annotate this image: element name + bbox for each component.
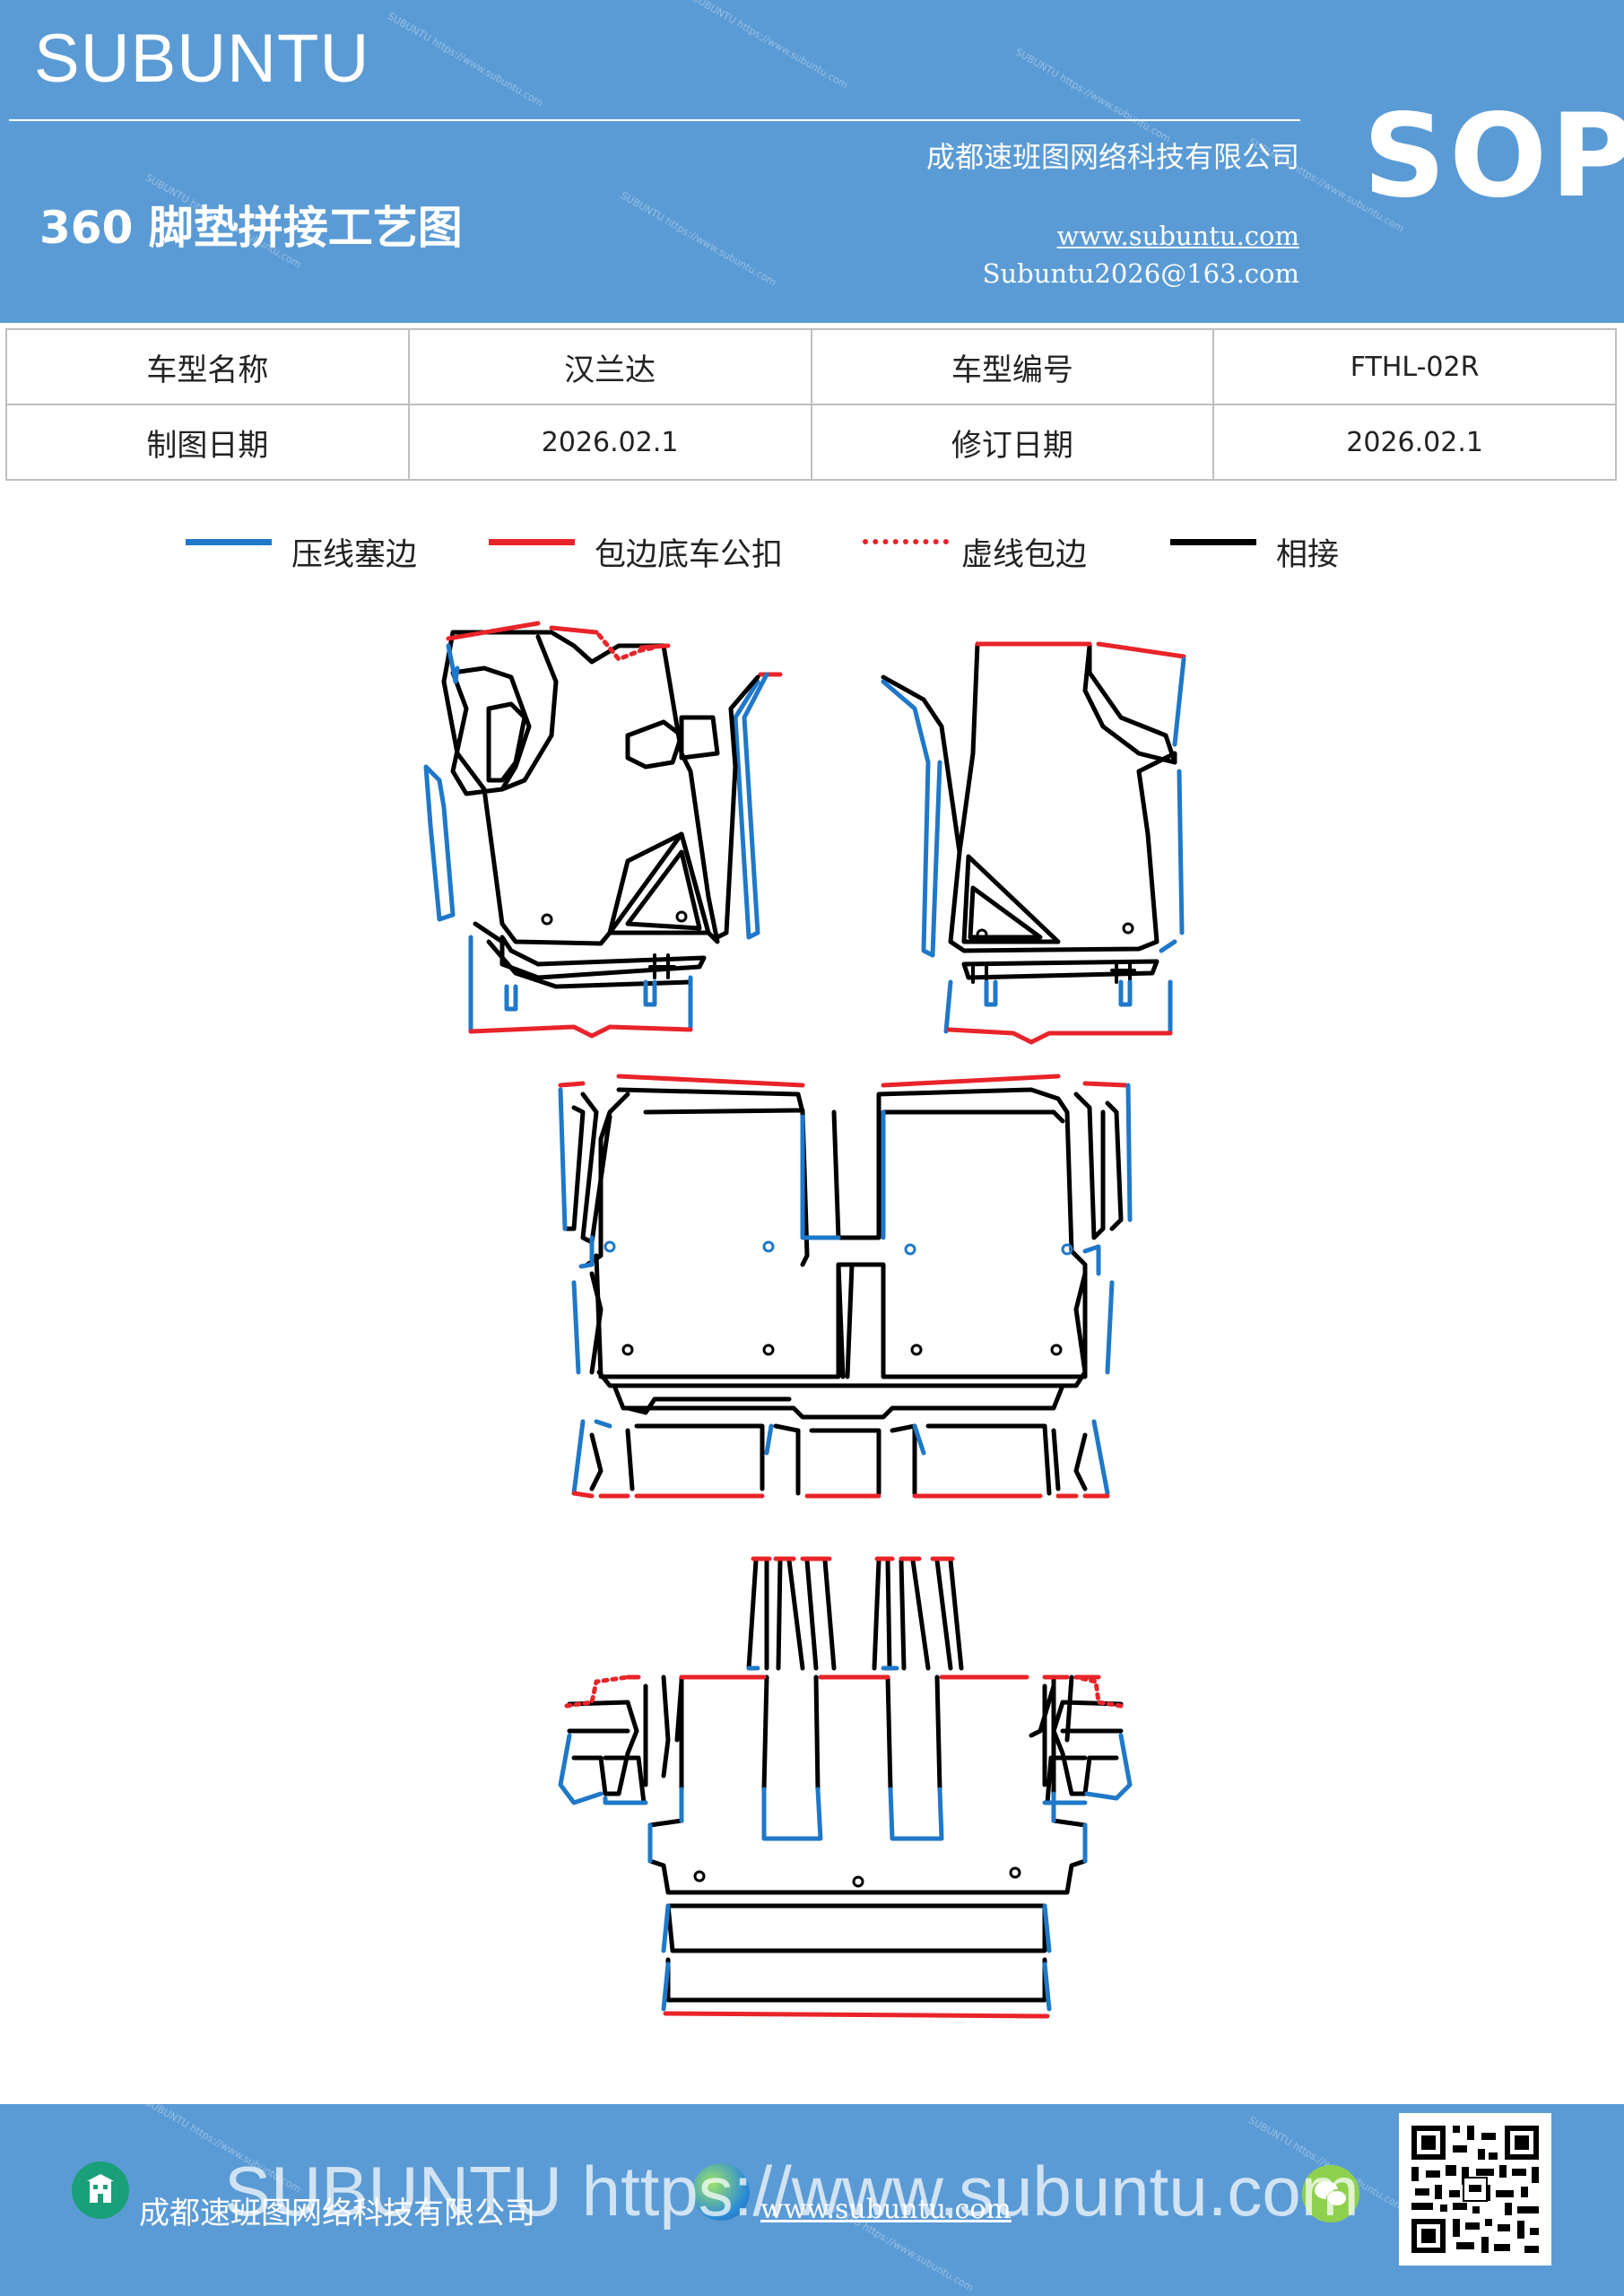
vehicle-info-table: 车型名称 汉兰达 车型编号 FTHL-02R 制图日期 2026.02.1 修订…: [5, 328, 1617, 481]
table-row: 制图日期 2026.02.1 修订日期 2026.02.1: [5, 404, 1617, 481]
third-row-mat: [558, 1556, 1133, 2019]
legend-label: 相接: [1276, 537, 1340, 573]
table-cell: 车型编号: [810, 328, 1215, 405]
table-cell: 汉兰达: [407, 328, 812, 405]
footer-website-link[interactable]: www.subuntu.com: [760, 2194, 1012, 2225]
company-name: 成都速班图网络科技有限公司: [925, 140, 1299, 174]
email-address: Subuntu2026@163.com: [982, 258, 1299, 289]
header-divider: [9, 119, 1300, 121]
legend-label: 虚线包边: [961, 537, 1088, 573]
building-icon: [72, 2161, 129, 2219]
table-cell: 2026.02.1: [407, 404, 812, 481]
line-legend: 压线塞边 包边底车公扣 虚线包边 相接: [0, 529, 1624, 574]
front-left-mat: [423, 621, 783, 1039]
footer-watermark: SUBUNTU https://www.subuntu.com: [224, 2152, 1359, 2231]
legend-label: 包边底车公扣: [595, 537, 784, 573]
table-cell: 制图日期: [5, 404, 410, 481]
website-link[interactable]: www.subuntu.com: [1056, 221, 1299, 251]
table-cell: FTHL-02R: [1212, 328, 1617, 405]
header-banner: SUBUNTU https://www.subuntu.com SUBUNTU …: [0, 0, 1624, 323]
red-line-swatch: [489, 539, 575, 545]
qr-code[interactable]: [1399, 2113, 1551, 2266]
document-title: 360 脚垫拼接工艺图: [39, 202, 463, 254]
black-line-swatch: [1170, 539, 1256, 545]
blue-line-swatch: [186, 539, 272, 545]
table-row: 车型名称 汉兰达 车型编号 FTHL-02R: [5, 328, 1617, 405]
watermark-text: SUBUNTU https://www.subuntu.com: [386, 10, 545, 109]
sop-badge: SOP: [1363, 90, 1624, 223]
globe-icon: [692, 2163, 750, 2221]
footer-company: 成都速班图网络科技有限公司: [139, 2196, 535, 2231]
table-cell: 车型名称: [5, 328, 410, 405]
legend-label: 压线塞边: [291, 537, 418, 573]
watermark-text: SUBUNTU https://www.subuntu.com: [619, 189, 778, 289]
brand-name: SUBUNTU: [34, 21, 370, 97]
second-row-mat: [558, 1074, 1133, 1499]
watermark-text: SUBUNTU https://www.subuntu.com: [690, 0, 850, 91]
front-right-mat: [881, 641, 1186, 1045]
red-dotted-swatch: [863, 539, 949, 544]
wechat-icon: [1302, 2165, 1359, 2222]
table-cell: 修订日期: [810, 404, 1215, 481]
footer-banner: SUBUNTU https://www.subuntu.com SUBUNTU …: [0, 2104, 1624, 2296]
watermark-text: SUBUNTU https://www.subuntu.com: [1013, 46, 1173, 145]
table-cell: 2026.02.1: [1212, 404, 1617, 481]
